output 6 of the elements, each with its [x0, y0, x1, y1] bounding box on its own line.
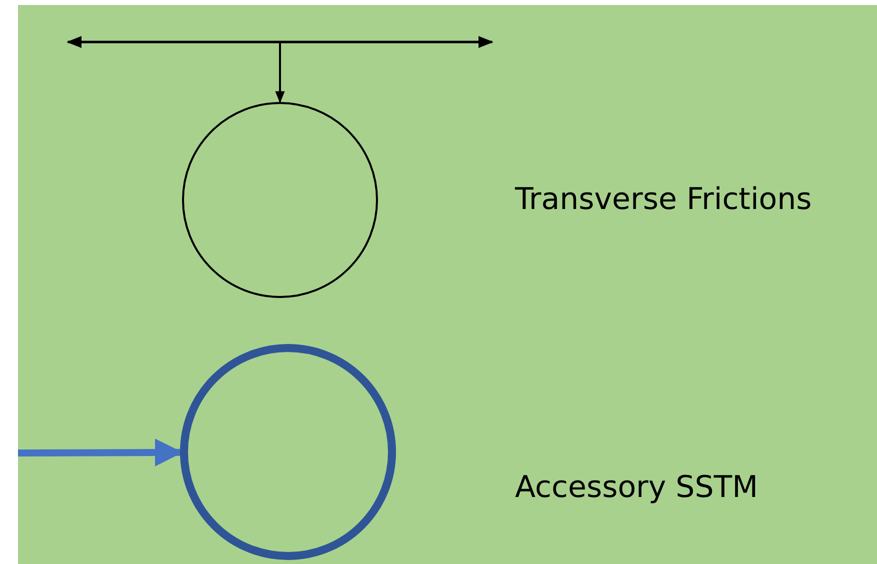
circle-shape: [182, 102, 378, 298]
label-text: Accessory SSTM: [515, 470, 758, 505]
arrow: [18, 438, 183, 466]
label-text: Transverse Frictions: [515, 182, 812, 217]
arrow: [275, 43, 285, 104]
circle-shape: [180, 344, 396, 560]
